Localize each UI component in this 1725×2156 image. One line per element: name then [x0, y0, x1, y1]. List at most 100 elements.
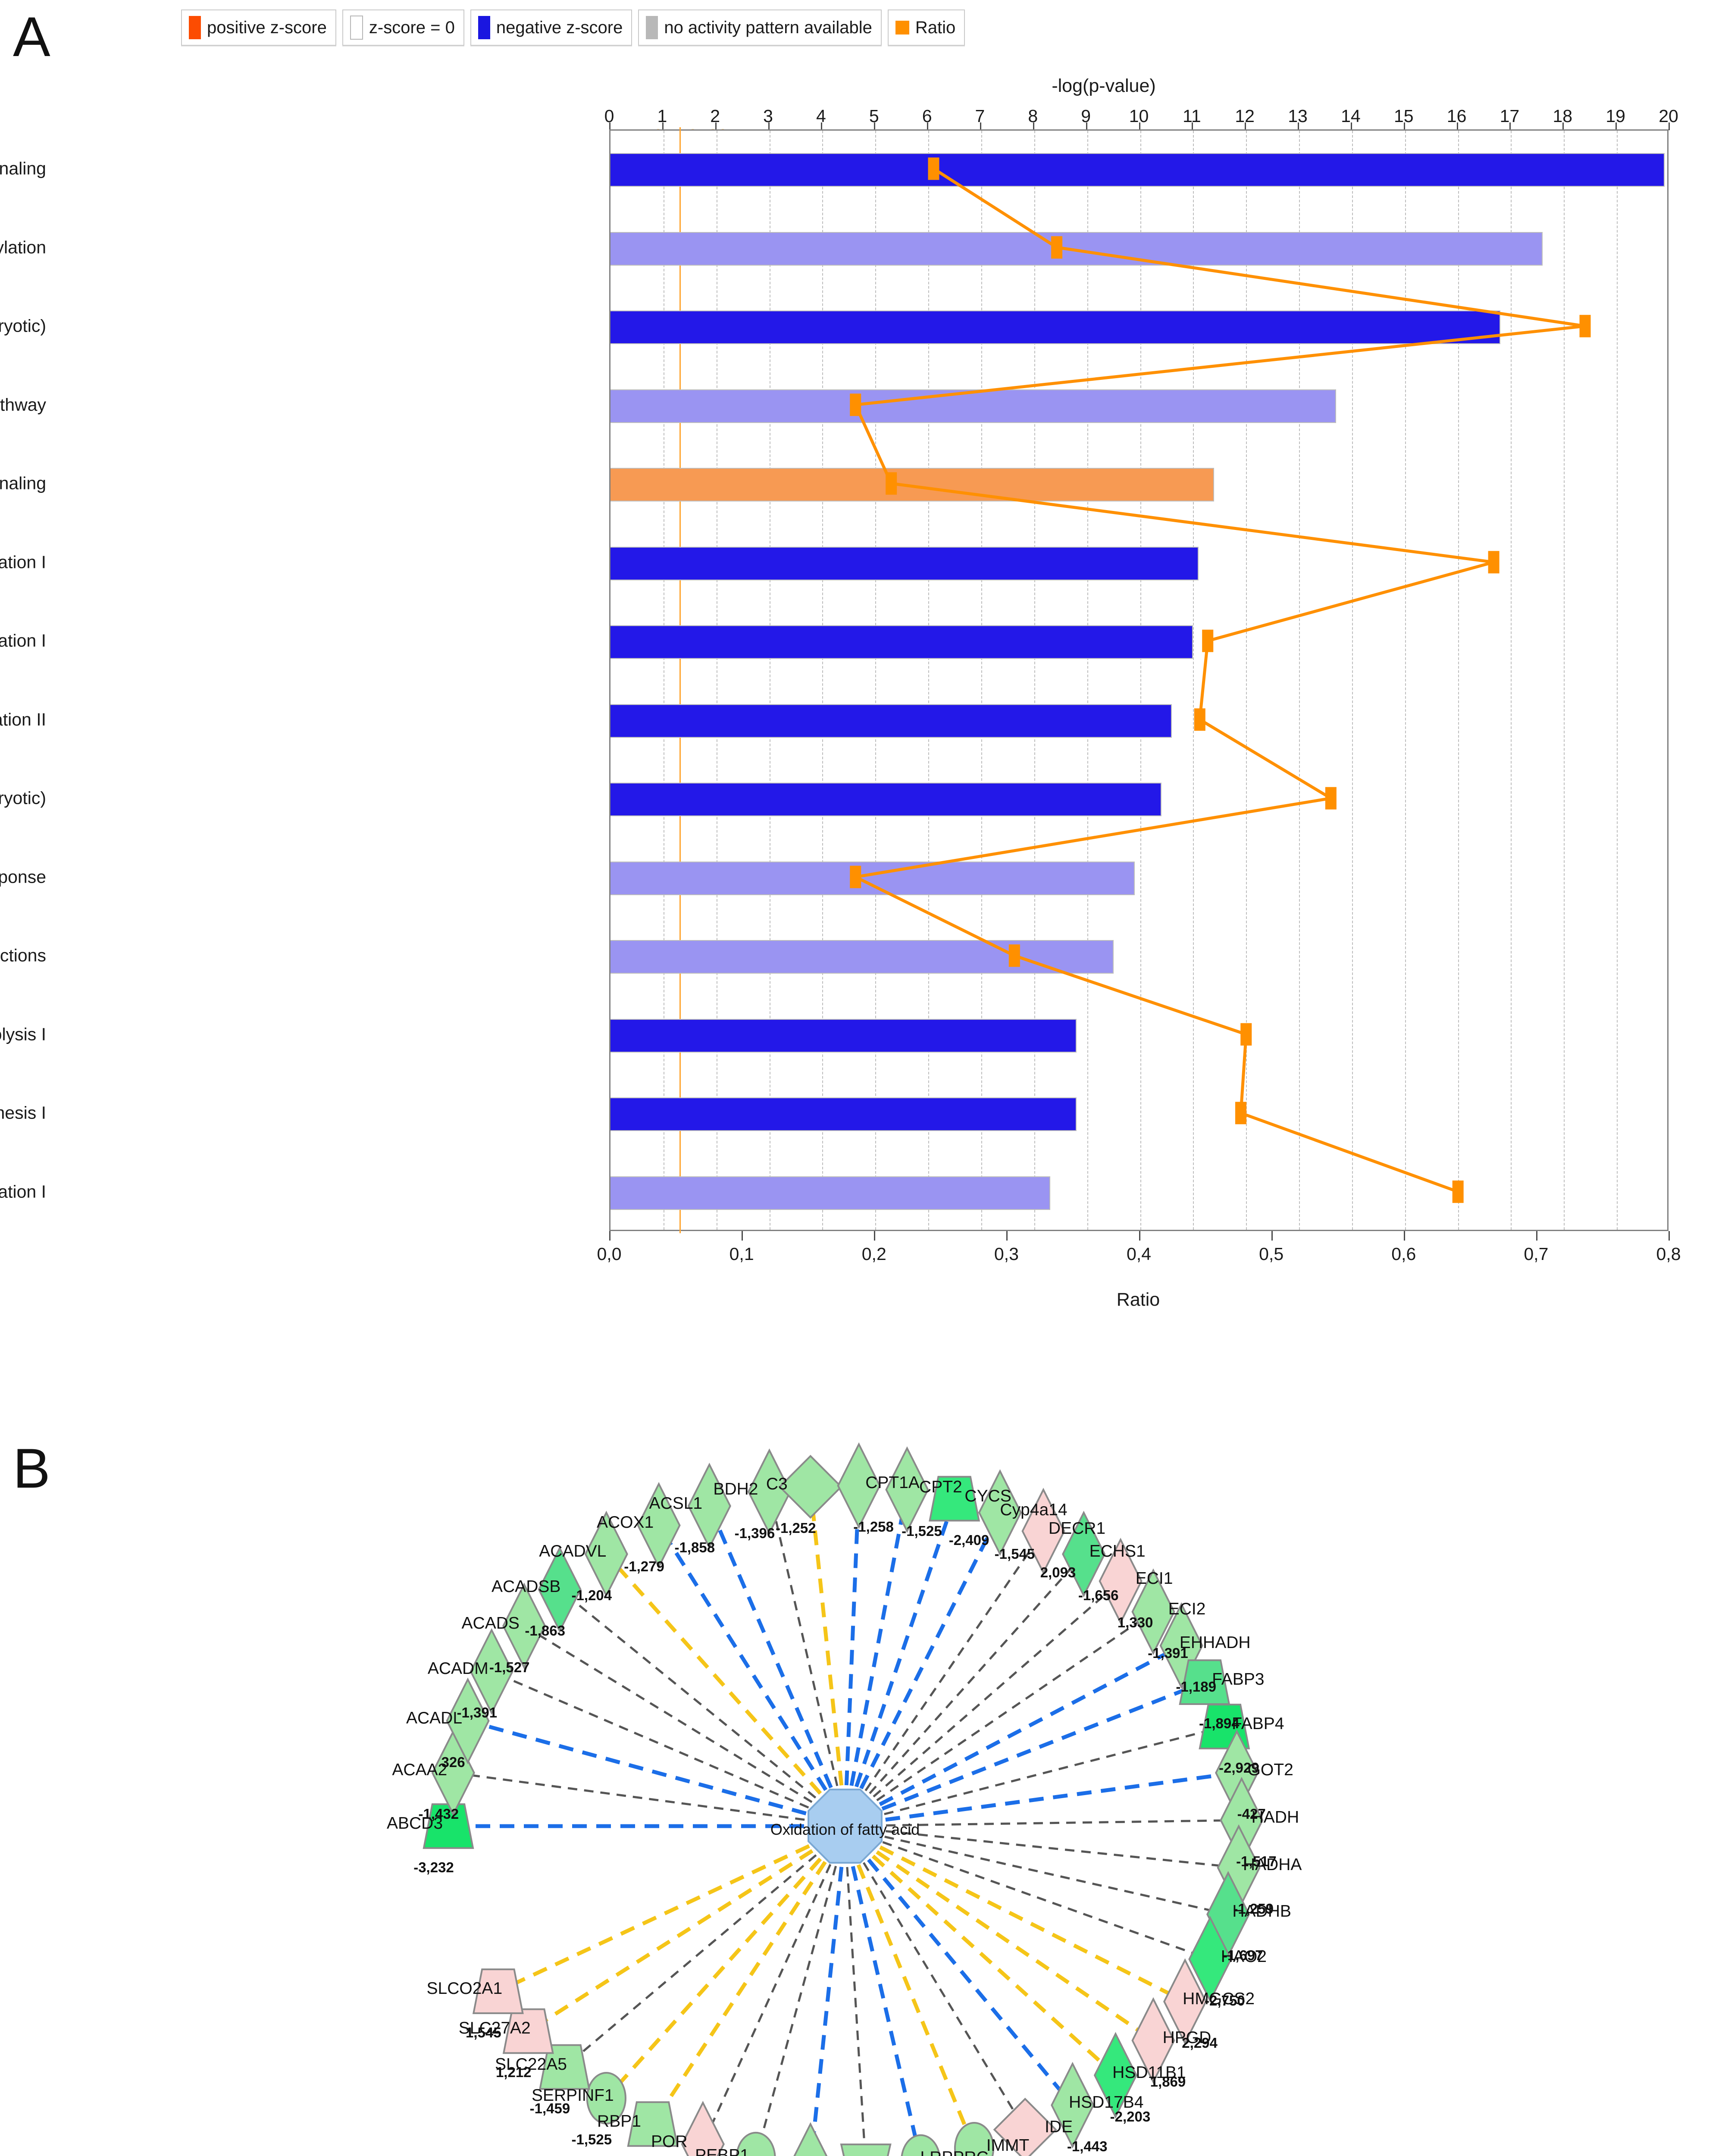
bar-9[interactable]: [610, 861, 1135, 895]
node-ACOX1[interactable]: [637, 1482, 681, 1569]
node-ECHS1[interactable]: [1062, 1510, 1106, 1598]
bar-2[interactable]: [610, 310, 1500, 345]
bar-4[interactable]: [610, 468, 1215, 502]
node-label-ACADS: ACADS: [461, 1614, 520, 1633]
bottom-tick-label: 0,8: [1656, 1244, 1681, 1264]
top-tick-mark: [715, 122, 717, 130]
node-value-ABCD3: -3,232: [413, 1859, 454, 1875]
node-ECI1[interactable]: [1099, 1538, 1143, 1625]
node-SLCO2A1[interactable]: [472, 1968, 524, 2014]
node-MLYCD[interactable]: [789, 2122, 831, 2156]
node-CYCS[interactable]: [929, 1476, 980, 1522]
node-ACADS[interactable]: [502, 1583, 546, 1670]
bar-10[interactable]: [610, 940, 1114, 974]
edge-PEBP1: [755, 1865, 837, 2156]
node-label-HADHA: HADHA: [1243, 1855, 1302, 1874]
node-value-ACAA2: -1,432: [418, 1806, 459, 1822]
node-PEBP1[interactable]: [736, 2131, 776, 2156]
node-HSD17B4[interactable]: [1051, 2062, 1095, 2149]
top-tick-mark: [1192, 122, 1193, 130]
node-label-ACADSB: ACADSB: [492, 1577, 561, 1596]
top-tick-mark: [1086, 122, 1087, 130]
node-HMGCS2[interactable]: [1163, 1958, 1207, 2045]
node-label-LRPPRC: LRPPRC: [920, 2148, 988, 2156]
edge-SLC27A2: [527, 1849, 814, 2033]
bar-13[interactable]: [610, 1176, 1050, 1210]
bar-3[interactable]: [610, 389, 1337, 423]
node-POR[interactable]: [681, 2100, 725, 2156]
node-CPT1A[interactable]: [837, 1442, 881, 1529]
node-ACADVL[interactable]: [584, 1510, 628, 1598]
bar-1[interactable]: [610, 232, 1543, 266]
node-ACSL1[interactable]: [687, 1463, 731, 1550]
bottom-tick-mark: [1669, 1231, 1670, 1241]
node-ECI2[interactable]: [1131, 1568, 1175, 1655]
legend-label: no activity pattern available: [664, 18, 872, 37]
gridline: [1405, 131, 1406, 1230]
node-value-HMGCS2: 2,294: [1182, 2034, 1218, 2051]
node-label-FABP4: FABP4: [1232, 1714, 1284, 1733]
top-tick-label: 9: [1081, 106, 1091, 126]
edge-POR: [702, 1864, 832, 2145]
bar-0[interactable]: [610, 153, 1665, 187]
pathway-label: Ethanol Degradation II: [0, 709, 46, 730]
bar-7[interactable]: [610, 704, 1172, 738]
node-label-ACADM: ACADM: [427, 1659, 488, 1678]
bar-6[interactable]: [610, 625, 1193, 659]
top-tick-mark: [1033, 122, 1034, 130]
grid-lines: [610, 127, 1667, 1233]
node-SLC27A2[interactable]: [502, 2008, 554, 2054]
node-DECR1[interactable]: [1021, 1488, 1065, 1575]
node-value-BDH2: -1,396: [734, 1525, 775, 1541]
top-tick-mark: [927, 122, 929, 130]
node-SERPINF1[interactable]: [586, 2072, 626, 2125]
pathway-label: Glycolysis I: [0, 1024, 46, 1044]
node-C3[interactable]: [778, 1454, 842, 1519]
node-HPGD[interactable]: [1131, 1997, 1175, 2084]
top-tick-label: 2: [710, 106, 720, 126]
node-ACADL[interactable]: [446, 1677, 490, 1764]
node-label-ACSL1: ACSL1: [649, 1494, 703, 1513]
node-value-HSD17B4: -1,443: [1067, 2138, 1108, 2155]
node-EHHADH[interactable]: [1159, 1602, 1203, 1689]
top-tick-mark: [1139, 122, 1140, 130]
node-MAPK14[interactable]: [840, 2143, 892, 2156]
node-value-CPT2: -1,525: [902, 1523, 942, 1539]
node-LRPPRC[interactable]: [901, 2134, 941, 2156]
edge-ACADL: [467, 1719, 807, 1815]
node-ACADSB[interactable]: [538, 1546, 582, 1633]
bar-5[interactable]: [610, 546, 1199, 580]
edge-MAPK14: [846, 1867, 867, 2156]
node-label-CPT2: CPT2: [919, 1477, 962, 1496]
node-IMMT[interactable]: [954, 2122, 995, 2156]
node-RBP1[interactable]: [627, 2101, 679, 2147]
top-tick-label: 13: [1288, 106, 1308, 126]
edge-HSD17B4: [867, 1858, 1074, 2107]
node-label-HADH: HADH: [1251, 1808, 1299, 1827]
edge-SLC22A5: [564, 1854, 817, 2068]
bottom-tick-label: 0,1: [729, 1244, 754, 1264]
legend-label: positive z-score: [207, 18, 327, 37]
top-tick-label: 3: [763, 106, 773, 126]
hub-node[interactable]: [808, 1789, 883, 1864]
node-HSD11B1[interactable]: [1093, 2032, 1138, 2119]
node-label-IMMT: IMMT: [986, 2136, 1030, 2155]
hub-label: Oxidation of fatty acid: [770, 1821, 920, 1838]
gridline: [1511, 131, 1512, 1230]
bar-8[interactable]: [610, 783, 1161, 817]
node-value-ACADS: -1,527: [489, 1659, 530, 1675]
bar-11[interactable]: [610, 1018, 1077, 1053]
node-Cyp4a14[interactable]: [978, 1469, 1022, 1556]
node-label-SLC27A2: SLC27A2: [458, 2019, 531, 2038]
node-ACADM[interactable]: [470, 1628, 513, 1715]
edge-HPGD: [876, 1850, 1155, 2042]
node-IDE[interactable]: [993, 2097, 1057, 2156]
bar-12[interactable]: [610, 1097, 1077, 1131]
node-value-ECI2: -1,391: [1148, 1645, 1188, 1661]
node-CPT2[interactable]: [885, 1446, 929, 1533]
node-BDH2[interactable]: [747, 1448, 792, 1536]
top-tick-mark: [1456, 122, 1458, 130]
node-SLC22A5[interactable]: [538, 2044, 590, 2090]
node-HAO2[interactable]: [1188, 1916, 1232, 2003]
